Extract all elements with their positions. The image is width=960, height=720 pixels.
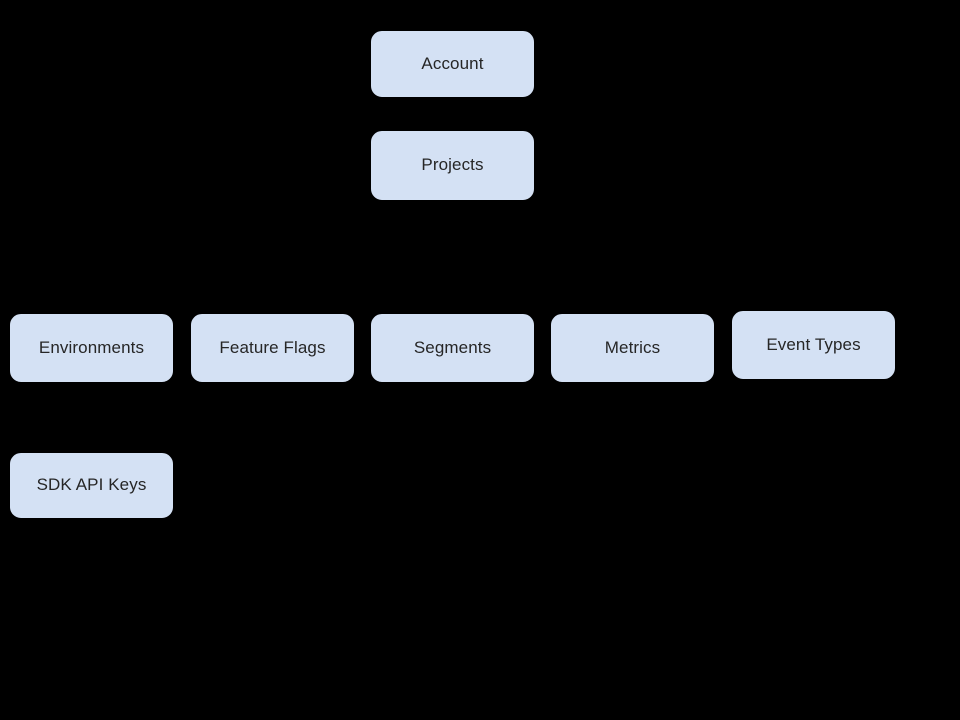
edge-projects-environments bbox=[91, 257, 453, 258]
node-sdk-api-keys[interactable]: SDK API Keys bbox=[9, 452, 174, 519]
edge-projects-metrics bbox=[452, 257, 633, 258]
edge-projects-environments bbox=[91, 257, 93, 313]
node-label-event-types: Event Types bbox=[766, 334, 861, 354]
edge-projects-segments bbox=[452, 201, 454, 313]
edge-projects-environments bbox=[452, 201, 454, 257]
node-event-types[interactable]: Event Types bbox=[731, 310, 896, 380]
node-label-projects: Projects bbox=[421, 155, 484, 175]
node-label-segments: Segments bbox=[413, 337, 492, 357]
edge-projects-metrics bbox=[632, 257, 634, 313]
node-label-feature-flags: Feature Flags bbox=[219, 337, 326, 357]
node-label-metrics: Metrics bbox=[604, 337, 661, 357]
node-environments[interactable]: Environments bbox=[9, 313, 174, 383]
edge-projects-feature-flags bbox=[452, 201, 454, 257]
edge-environments-sdk-keys bbox=[91, 383, 93, 452]
edge-account-projects bbox=[452, 98, 454, 130]
node-segments[interactable]: Segments bbox=[370, 313, 535, 383]
edge-projects-feature-flags bbox=[272, 257, 453, 258]
edge-projects-feature-flags bbox=[272, 257, 274, 313]
node-metrics[interactable]: Metrics bbox=[550, 313, 715, 383]
node-label-account: Account bbox=[421, 53, 484, 73]
node-account[interactable]: Account bbox=[370, 30, 535, 98]
node-label-environments: Environments bbox=[38, 337, 145, 357]
node-feature-flags[interactable]: Feature Flags bbox=[190, 313, 355, 383]
edge-projects-event-types bbox=[452, 256, 814, 257]
node-label-sdk-api-keys: SDK API Keys bbox=[36, 475, 147, 495]
edge-projects-event-types bbox=[452, 201, 454, 256]
edge-projects-event-types bbox=[813, 256, 815, 310]
node-projects[interactable]: Projects bbox=[370, 130, 535, 201]
edge-projects-metrics bbox=[452, 201, 454, 257]
